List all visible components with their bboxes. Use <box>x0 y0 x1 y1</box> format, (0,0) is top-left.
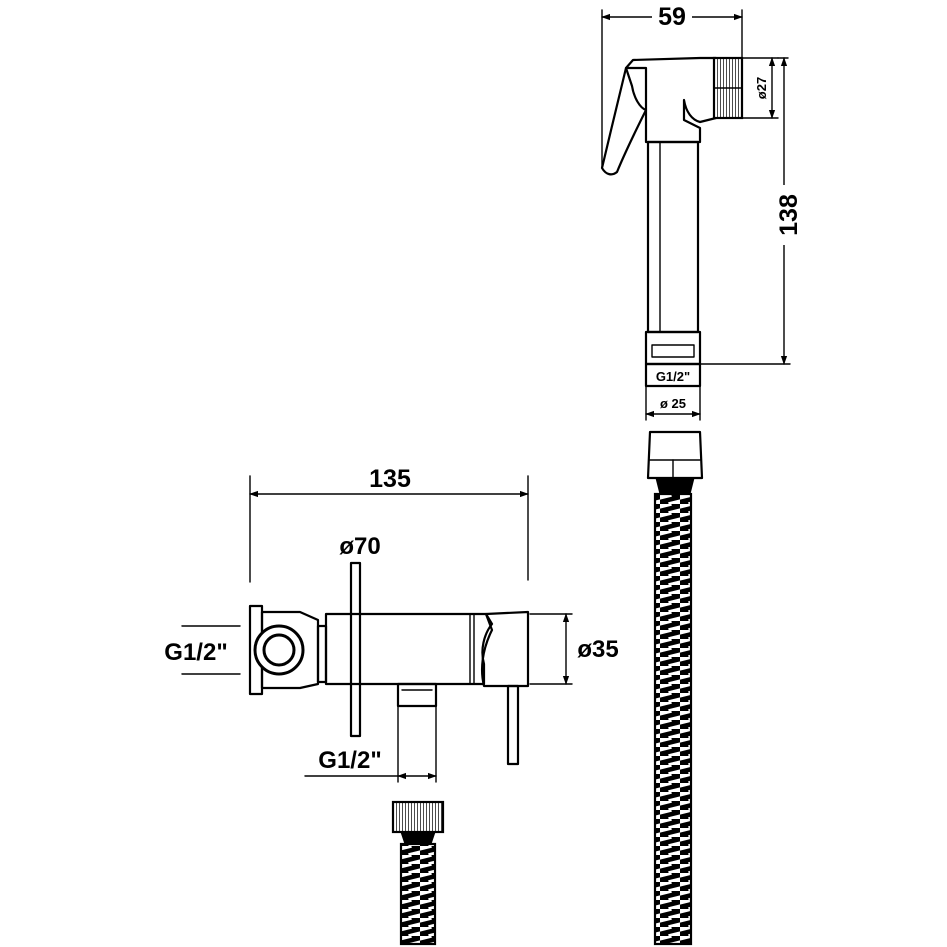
valve-flange <box>349 561 362 738</box>
dim-outlet: G1/2" <box>304 705 437 783</box>
dim-label-70: ø70 <box>339 533 380 560</box>
valve-inlet-ring-inner <box>262 633 296 667</box>
handset-lever <box>600 66 648 176</box>
handset-thread-box <box>644 362 702 388</box>
dim-handset-length: 138 <box>699 57 803 365</box>
dim-label-35: ø35 <box>577 636 618 663</box>
valve-body <box>324 612 494 686</box>
valve-handle <box>481 610 530 688</box>
valve-bracket <box>248 604 264 696</box>
dim-valve-length: 135 <box>249 464 529 583</box>
handset <box>600 56 744 388</box>
dim-handset-nozzle: ø27 <box>741 57 779 119</box>
valve-outlet <box>396 682 438 708</box>
dim-handset-base: ø 25 <box>645 385 701 421</box>
hose-long-nut <box>646 430 704 480</box>
wall-inlet-label: G1/2" <box>164 639 227 666</box>
handset-handle <box>646 140 700 334</box>
valve-handle-stem <box>506 684 520 766</box>
hose-long <box>646 430 704 946</box>
valve <box>248 561 530 766</box>
hose-short <box>391 800 445 946</box>
dim-valve-body: ø35 <box>529 613 630 685</box>
valve-inlet-housing <box>260 610 320 690</box>
handset-head <box>624 56 718 144</box>
hose-long-braid <box>653 492 693 946</box>
dim-wall-inlet: G1/2" <box>164 625 241 675</box>
dim-label-59: 59 <box>658 3 686 31</box>
hose-short-braid <box>399 842 437 946</box>
dim-label-138: 138 <box>775 194 803 236</box>
dim-label-25: ø 25 <box>660 396 686 411</box>
handset-thread-label: G1/2" <box>656 369 690 384</box>
dim-label-135: 135 <box>369 465 411 493</box>
dim-handset-width: 59 <box>601 2 743 169</box>
outlet-label: G1/2" <box>318 747 381 774</box>
hose-short-nut <box>391 800 445 834</box>
handset-collar <box>644 330 702 366</box>
dim-label-27: ø27 <box>754 77 769 99</box>
